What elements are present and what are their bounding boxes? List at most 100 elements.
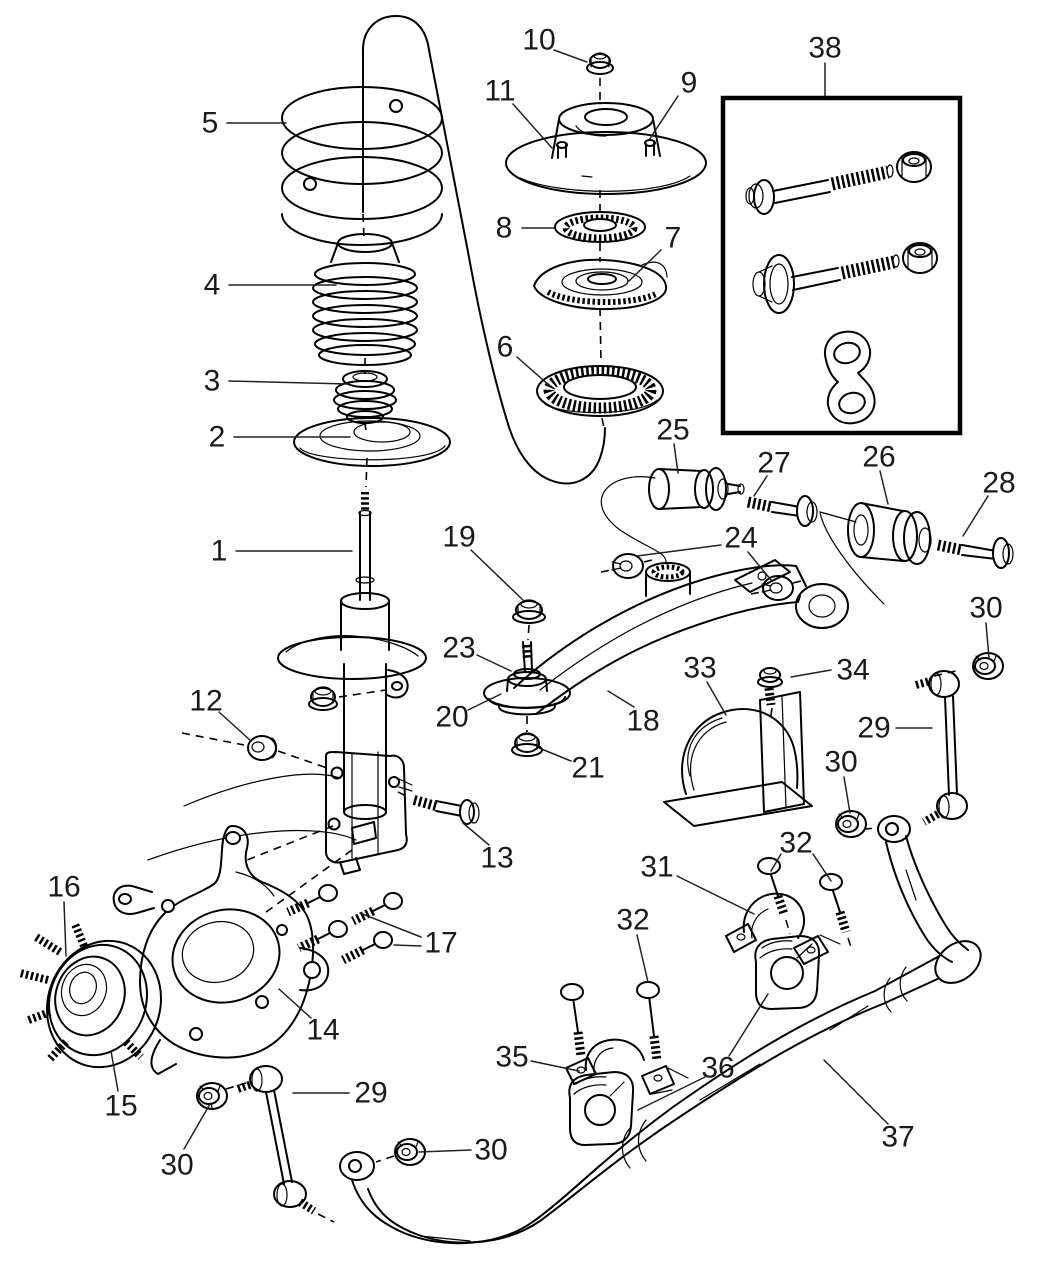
callout-number: 33 (683, 652, 716, 685)
callout-leader (393, 944, 422, 947)
callout-number: 27 (757, 447, 790, 480)
callout-number: 1 (211, 535, 228, 568)
callout-29-28: 29 (857, 712, 933, 745)
bar-bushing-36-lower (568, 1071, 635, 1146)
callout-29-27: 29 (292, 1077, 388, 1110)
callout-number: 25 (656, 414, 689, 447)
alignment-lines (147, 773, 357, 916)
ball-joint (483, 641, 571, 716)
callout-15-14: 15 (104, 1050, 138, 1123)
spring-isolator (536, 365, 664, 429)
callout-leader (879, 470, 889, 505)
callout-19-18: 19 (442, 521, 524, 601)
callout-leader (676, 875, 755, 915)
callout-number: 28 (982, 467, 1015, 500)
callout-17-16: 17 (359, 912, 458, 960)
callout-leader (538, 747, 572, 762)
stabilizer-bar (339, 815, 982, 1245)
callout-leader (278, 988, 312, 1019)
callout-25-23: 25 (656, 414, 690, 474)
callout-number: 32 (779, 827, 812, 860)
bar-nut-30-right-mid (835, 810, 880, 838)
callout-leader (516, 356, 552, 388)
bar-nut-30-mid (375, 1138, 426, 1166)
callout-30-30: 30 (418, 1134, 508, 1167)
strut-mount (505, 102, 707, 212)
callout-leader (476, 654, 512, 672)
callout-leader (467, 693, 502, 711)
callout-leader (110, 1050, 119, 1092)
callout-number: 8 (496, 212, 513, 245)
callout-number: 38 (808, 32, 841, 65)
callout-number: 37 (881, 1121, 914, 1154)
callout-3-2: 3 (204, 365, 349, 398)
callout-number: 30 (969, 592, 1002, 625)
callout-leader (218, 711, 252, 742)
callout-leader (985, 622, 990, 659)
callout-30-31: 30 (969, 592, 1003, 659)
spring-seat-mount (533, 258, 668, 363)
shield-bracket (663, 691, 813, 827)
callout-27-25: 27 (753, 447, 791, 497)
callout-10-9: 10 (522, 24, 588, 63)
strut-rod-nut (308, 686, 387, 711)
callout-leader (470, 549, 524, 601)
callout-number: 16 (47, 871, 80, 904)
callout-9-8: 9 (648, 67, 697, 141)
callout-2-1: 2 (209, 421, 351, 454)
callout-leader (553, 49, 588, 63)
bar-bushing-36-upper (754, 935, 821, 1010)
callout-number: 32 (616, 904, 649, 937)
callout-number: 20 (435, 701, 468, 734)
ball-joint-nut-19 (512, 599, 546, 641)
callout-number: 11 (484, 75, 515, 108)
callout-8-7: 8 (496, 212, 555, 245)
callout-number: 29 (857, 712, 890, 745)
callout-34-37: 34 (790, 654, 870, 687)
coil-spring (281, 83, 443, 246)
knuckle-bolts (286, 884, 403, 965)
callout-12-11: 12 (189, 685, 252, 742)
callout-leader (673, 443, 679, 474)
callout-4-3: 4 (204, 269, 337, 302)
callout-number: 35 (495, 1041, 528, 1074)
callout-leader (628, 249, 662, 282)
callout-leader (183, 1103, 211, 1150)
callout-number: 26 (862, 441, 895, 474)
shield-bolt-34 (757, 667, 783, 706)
callout-leader (770, 853, 782, 872)
callout-number: 24 (724, 522, 757, 555)
callout-35-38: 35 (495, 1041, 580, 1074)
callout-number: 13 (480, 842, 513, 875)
mount-bearing (554, 211, 646, 262)
callout-32-34: 32 (770, 827, 832, 882)
callout-5-4: 5 (202, 107, 287, 140)
callout-1-0: 1 (211, 535, 353, 568)
callout-number: 14 (306, 1014, 339, 1047)
callout-leader (530, 1060, 580, 1072)
callout-number: 10 (522, 24, 555, 57)
clamp-bracket-35 (565, 1038, 689, 1095)
spring-seat-upper (293, 417, 451, 488)
callout-number: 30 (474, 1134, 507, 1167)
callout-36-39: 36 (637, 993, 769, 1111)
callout-26-24: 26 (862, 441, 896, 505)
callout-leader (63, 901, 67, 957)
callout-leader (418, 1149, 472, 1153)
callout-30-29: 30 (160, 1103, 211, 1182)
callout-number: 36 (701, 1052, 734, 1085)
arm-front-bushing (600, 467, 745, 565)
clamp-bracket-31 (725, 892, 841, 965)
callout-number: 5 (202, 107, 219, 140)
callout-leader (728, 993, 769, 1057)
steering-knuckle (112, 825, 330, 1075)
callout-number: 7 (665, 222, 682, 255)
callout-11-10: 11 (484, 75, 553, 149)
callout-number: 17 (424, 927, 457, 960)
callout-leader (636, 934, 649, 983)
callout-number: 31 (640, 851, 673, 884)
callout-number: 6 (497, 331, 514, 364)
clamp-bolts-32-upper (757, 857, 853, 951)
callout-6-5: 6 (497, 331, 552, 388)
callout-number: 30 (160, 1149, 193, 1182)
